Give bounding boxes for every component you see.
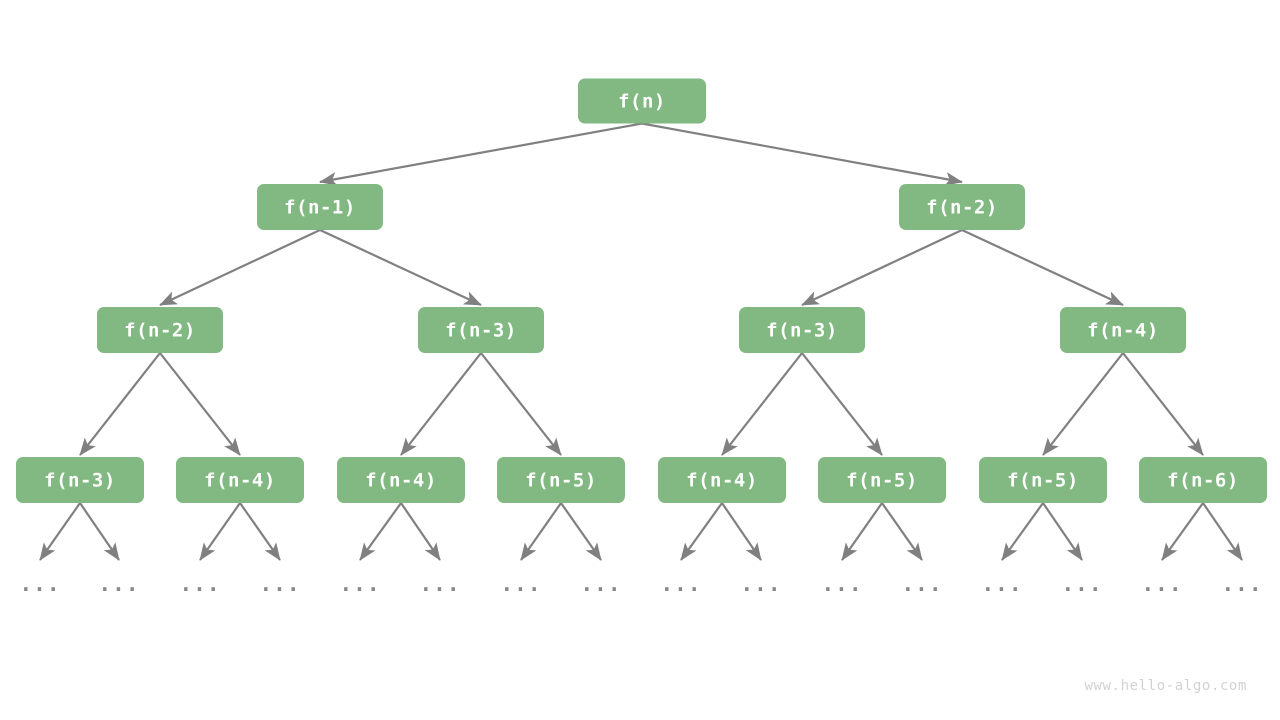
tree-node[interactable]: f(n-3) bbox=[16, 457, 144, 503]
tree-edge-arrow bbox=[801, 229, 963, 306]
tree-node-label: f(n-5) bbox=[1007, 470, 1079, 492]
tree-node-box[interactable] bbox=[176, 457, 304, 503]
tree-node[interactable]: f(n-2) bbox=[899, 184, 1025, 230]
tree-node-box[interactable] bbox=[658, 457, 786, 503]
tree-edge-arrow bbox=[79, 352, 161, 456]
ellipsis-marker: ... bbox=[340, 572, 381, 596]
leaf-stub-arrow bbox=[400, 502, 441, 561]
tree-node-label: f(n-6) bbox=[1167, 470, 1239, 492]
leaf-stub-arrows-layer bbox=[39, 502, 1243, 561]
leaf-stub-arrow bbox=[1042, 502, 1083, 561]
ellipsis-marker: ... bbox=[20, 572, 61, 596]
leaf-stub-arrow bbox=[39, 502, 81, 561]
watermark-label: www.hello-algo.com bbox=[1084, 678, 1247, 694]
tree-edge-arrow bbox=[801, 352, 883, 456]
tree-node-label: f(n-4) bbox=[365, 470, 437, 492]
tree-node[interactable]: f(n-5) bbox=[818, 457, 946, 503]
leaf-stub-arrow bbox=[359, 502, 402, 561]
tree-node[interactable]: f(n-1) bbox=[257, 184, 383, 230]
tree-node-label: f(n-4) bbox=[1087, 320, 1159, 342]
tree-edge-arrow bbox=[159, 229, 321, 306]
tree-node-label: f(n-5) bbox=[846, 470, 918, 492]
tree-edge-arrow bbox=[319, 229, 482, 306]
ellipsis-marker: ... bbox=[1142, 572, 1183, 596]
tree-node[interactable]: f(n-4) bbox=[176, 457, 304, 503]
ellipsis-marker: ... bbox=[1062, 572, 1103, 596]
ellipsis-marker: ... bbox=[661, 572, 702, 596]
tree-node[interactable]: f(n) bbox=[578, 78, 706, 124]
ellipsis-marker: ... bbox=[741, 572, 782, 596]
tree-node-box[interactable] bbox=[497, 457, 625, 503]
tree-node-label: f(n-1) bbox=[284, 197, 356, 219]
tree-edge-arrow bbox=[480, 352, 562, 456]
tree-node[interactable]: f(n-4) bbox=[1060, 307, 1186, 353]
leaf-stub-arrow bbox=[721, 502, 762, 561]
leaf-stub-arrow bbox=[1161, 502, 1204, 561]
tree-node-box[interactable] bbox=[1139, 457, 1267, 503]
ellipsis-marker: ... bbox=[99, 572, 140, 596]
tree-node-box[interactable] bbox=[1060, 307, 1186, 353]
tree-node-box[interactable] bbox=[818, 457, 946, 503]
tree-edge-arrow bbox=[641, 122, 963, 186]
ellipsis-marker: ... bbox=[180, 572, 221, 596]
tree-edge-arrow bbox=[1122, 352, 1204, 456]
leaf-stub-arrow bbox=[1202, 502, 1243, 561]
tree-edge-arrow bbox=[961, 229, 1124, 306]
tree-node-label: f(n-4) bbox=[686, 470, 758, 492]
ellipsis-marker: ... bbox=[260, 572, 301, 596]
nodes-layer: f(n) f(n-1) f(n-2) f(n-2) f(n-3) f(n-3) f(n-4)… bbox=[16, 78, 1267, 503]
tree-node[interactable]: f(n-5) bbox=[979, 457, 1107, 503]
leaf-stub-arrow bbox=[1001, 502, 1044, 561]
tree-node[interactable]: f(n-5) bbox=[497, 457, 625, 503]
tree-node-label: f(n-3) bbox=[766, 320, 838, 342]
ellipsis-marker: ... bbox=[501, 572, 542, 596]
leaf-stub-arrow bbox=[841, 502, 883, 561]
ellipsis-marker: ... bbox=[420, 572, 461, 596]
tree-node[interactable]: f(n-4) bbox=[337, 457, 465, 503]
tree-edge-arrow bbox=[721, 352, 803, 456]
tree-node-label: f(n-4) bbox=[204, 470, 276, 492]
tree-edge-arrow bbox=[1042, 352, 1124, 456]
tree-node-box[interactable] bbox=[979, 457, 1107, 503]
tree-node[interactable]: f(n-3) bbox=[739, 307, 865, 353]
tree-node[interactable]: f(n-2) bbox=[97, 307, 223, 353]
tree-node-box[interactable] bbox=[739, 307, 865, 353]
tree-node[interactable]: f(n-3) bbox=[418, 307, 544, 353]
tree-edge-arrow bbox=[400, 352, 482, 456]
ellipsis-marker: ... bbox=[822, 572, 863, 596]
tree-node-box[interactable] bbox=[257, 184, 383, 230]
tree-node-label: f(n-3) bbox=[44, 470, 116, 492]
tree-node-box[interactable] bbox=[418, 307, 544, 353]
ellipsis-marker: ... bbox=[982, 572, 1023, 596]
tree-edge-arrow bbox=[319, 122, 643, 186]
ellipsis-marker: ... bbox=[581, 572, 622, 596]
tree-edge-arrow bbox=[159, 352, 241, 456]
tree-node-label: f(n-5) bbox=[525, 470, 597, 492]
leaf-stub-arrow bbox=[199, 502, 241, 561]
tree-node-box[interactable] bbox=[16, 457, 144, 503]
leaf-stub-arrow bbox=[881, 502, 923, 561]
tree-node-box[interactable] bbox=[337, 457, 465, 503]
tree-node-label: f(n-2) bbox=[926, 197, 998, 219]
ellipsis-marker: ... bbox=[1222, 572, 1263, 596]
tree-node-label: f(n-2) bbox=[124, 320, 196, 342]
tree-node[interactable]: f(n-6) bbox=[1139, 457, 1267, 503]
ellipses-layer: ........................................… bbox=[20, 572, 1263, 596]
edges-layer bbox=[79, 122, 1204, 456]
tree-node[interactable]: f(n-4) bbox=[658, 457, 786, 503]
tree-node-box[interactable] bbox=[97, 307, 223, 353]
leaf-stub-arrow bbox=[79, 502, 120, 561]
leaf-stub-arrow bbox=[520, 502, 562, 561]
leaf-stub-arrow bbox=[680, 502, 723, 561]
tree-node-box[interactable] bbox=[578, 78, 706, 124]
leaf-stub-arrow bbox=[560, 502, 602, 561]
tree-node-label: f(n) bbox=[618, 91, 666, 113]
tree-node-label: f(n-3) bbox=[445, 320, 517, 342]
leaf-stub-arrow bbox=[239, 502, 281, 561]
tree-node-box[interactable] bbox=[899, 184, 1025, 230]
ellipsis-marker: ... bbox=[902, 572, 943, 596]
